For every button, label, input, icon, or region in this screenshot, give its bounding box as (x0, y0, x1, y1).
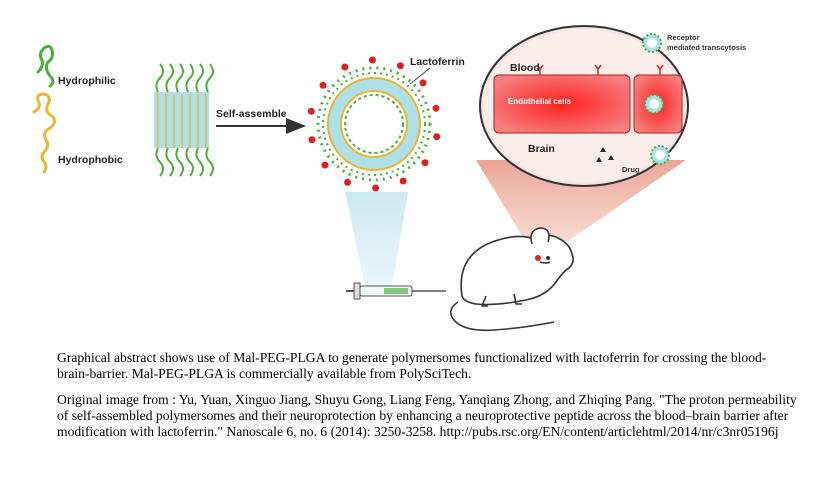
receptor-label-line2: mediated transcytosis (667, 43, 746, 52)
lactoferrin-dot (307, 107, 315, 115)
brain-label: Brain (528, 143, 555, 155)
lactoferrin-dot (308, 136, 316, 144)
lactoferrin-label: Lactoferrin (410, 56, 465, 68)
hydrophilic-polymer-icon (36, 44, 55, 88)
mouse-illustration (450, 227, 574, 332)
lactoferrin-dot (396, 62, 404, 70)
lactoferrin-dot (432, 104, 440, 112)
caption-paragraph-1: Graphical abstract shows use of Mal-PEG-… (57, 350, 767, 381)
blood-label: Blood (510, 62, 540, 74)
magnification-beam (476, 160, 686, 252)
graphical-abstract-figure: Hydrophilic Hydrophobic Self-assemble (32, 25, 746, 332)
caption-paragraph-2: Original image from : Yu, Yuan, Xinguo J… (57, 392, 797, 439)
lactoferrin-dot (321, 161, 329, 169)
syringe-icon (346, 282, 446, 300)
bilayer-block (154, 63, 214, 177)
hydrophilic-label: Hydrophilic (58, 75, 116, 87)
lactoferrin-dot (319, 81, 327, 89)
figure-caption: Graphical abstract shows use of Mal-PEG-… (57, 350, 797, 450)
drug-label: Drug (622, 165, 640, 174)
lactoferrin-dot (341, 63, 349, 71)
lactoferrin-dot (368, 56, 376, 64)
brain-target-dot (535, 255, 541, 261)
self-assemble-label: Self-assemble (216, 108, 287, 120)
endothelial-label: Endothelial cells (508, 97, 572, 106)
lactoferrin-dot (399, 177, 407, 185)
endothelial-cell-left (493, 74, 631, 134)
syringe-beam (345, 192, 408, 286)
lactoferrin-dot (433, 133, 441, 141)
blood-brain-barrier-inset (479, 25, 689, 187)
polymersome (307, 56, 441, 192)
hydrophobic-polymer-icon (32, 92, 57, 174)
lactoferrin-dot (421, 159, 429, 167)
lactoferrin-leader (409, 67, 431, 85)
hydrophobic-label: Hydrophobic (58, 154, 123, 166)
lactoferrin-dot (419, 79, 427, 87)
lactoferrin-dot (372, 184, 380, 192)
lactoferrin-dot (344, 178, 352, 186)
receptor-label-line1: Receptor (667, 33, 700, 42)
